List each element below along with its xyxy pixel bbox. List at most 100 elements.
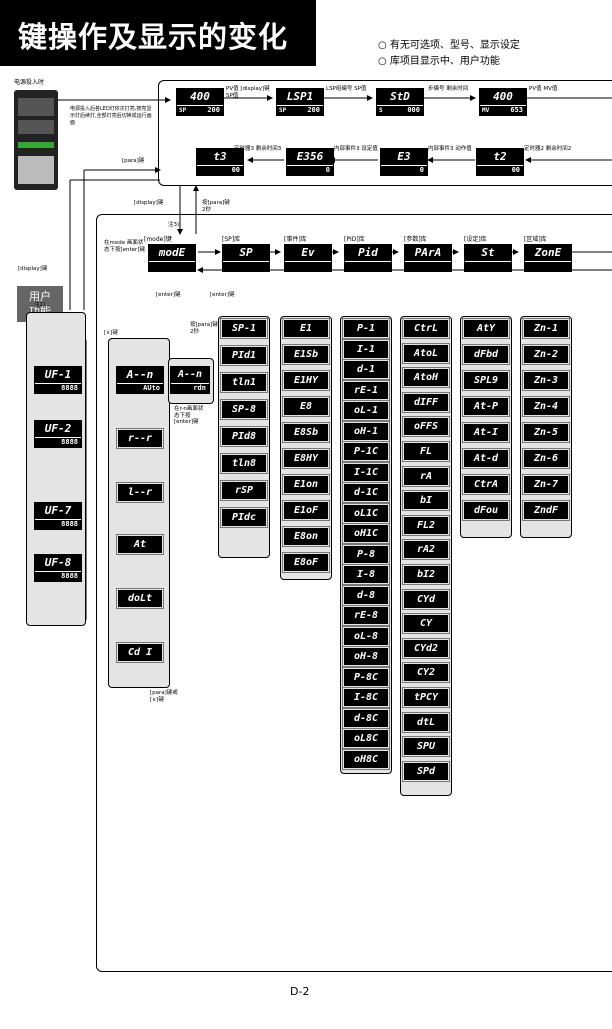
zone-item-6: Zn-7 [522, 474, 570, 495]
para-item-4: oFFS [402, 416, 450, 438]
ev-item-5: E8HY [282, 448, 330, 469]
lcd-mv-value: 653 [510, 106, 523, 114]
lcd-bank-2-label: Pid [345, 245, 391, 262]
lcd-bank-0: SP [222, 244, 270, 272]
set-item-2: SPL9 [462, 370, 510, 391]
set-item-3: At-P [462, 396, 510, 417]
mode-item-1: r--r [116, 428, 164, 449]
lcd-timer2-label: t2 [477, 149, 523, 166]
lcd-mode-item-0-value: AUto [117, 384, 163, 393]
para-item-6: rA [402, 465, 450, 487]
lcd-bank-5-label: ZonE [525, 245, 571, 262]
lcd-uf-4-value: 8888 [35, 572, 81, 581]
ev-item-7: E1oF [282, 500, 330, 521]
lcd-uf-4-label: UF-8 [35, 555, 81, 572]
key-para: [para]键 [122, 158, 145, 164]
pid-item-19: d-8C [342, 707, 390, 729]
lcd-mode-side-value: rdn [171, 384, 209, 393]
para-item-17: SPU [402, 736, 450, 758]
para-item-8: FL2 [402, 514, 450, 536]
note3-label: 注3) [168, 222, 180, 228]
lcd-timer3: t3 00 [196, 148, 244, 176]
pid-item-5: oH-1 [342, 420, 390, 442]
note-timer2: 定时器2 剩余时间2 [524, 146, 572, 152]
pid-item-4: oL-1 [342, 400, 390, 421]
lcd-event3-setting-label: E356 [287, 149, 333, 166]
lcd-event3-value: 0 [419, 166, 424, 174]
set-item-4: At-I [462, 422, 510, 443]
note-event3-setting: 内部事件3 设定值 [334, 146, 378, 152]
bank-header-5: [区域]库 [524, 236, 547, 243]
lcd-lsp-value: 200 [307, 106, 320, 114]
pid-item-21: oH8C [342, 748, 390, 770]
lcd-step-value: 000 [407, 106, 420, 114]
lcd-mode: modE [148, 244, 196, 272]
sp-item-4: PId8 [220, 426, 268, 447]
lcd-timer3-label: t3 [197, 149, 243, 166]
ev-item-3: E8 [282, 396, 330, 417]
pid-item-11: P-8 [342, 543, 390, 565]
pid-item-12: I-8 [342, 564, 390, 585]
lcd-uf-3-label: UF-7 [35, 503, 81, 520]
para-item-0: CtrL [402, 318, 450, 339]
pid-item-17: P-8C [342, 666, 390, 688]
set-item-6: CtrA [462, 474, 510, 495]
set-item-1: dFbd [462, 344, 510, 365]
legend-item-1: ○ 有无可选项、型号、显示设定 [378, 40, 520, 51]
lcd-mode-item-0-label: A--n [117, 367, 163, 384]
lcd-event3-setting: E356 0 [286, 148, 334, 176]
lcd-uf-1-label: UF-1 [35, 367, 81, 384]
controller-device-image [14, 90, 58, 190]
ev-item-4: E8Sb [282, 422, 330, 443]
para-item-18: SPd [402, 760, 450, 782]
key-enter-2: [enter]键 [210, 292, 235, 298]
pid-item-1: I-1 [342, 338, 390, 360]
para-item-9: rA2 [402, 539, 450, 561]
title-bar [0, 0, 316, 66]
bank-header-3: [参数]库 [404, 236, 427, 243]
lcd-step-label: StD [377, 89, 423, 106]
sp-item-6: rSP [220, 480, 268, 501]
lcd-bank-3: PArA [404, 244, 452, 272]
lcd-event3-label: E3 [381, 149, 427, 166]
para-item-2: AtoH [402, 367, 450, 389]
mode-header: [mode]键 [144, 236, 172, 243]
lcd-uf-3-value: 8888 [35, 520, 81, 529]
note-timer3: 定时器3 剩余时间3 [234, 146, 282, 152]
bank-header-2: [PID]库 [344, 236, 365, 243]
lcd-uf-2-label: UF-2 [35, 421, 81, 438]
zone-item-0: Zn-1 [522, 318, 570, 339]
lcd-bank-4: St [464, 244, 512, 272]
key-para-2s: 按[para]键2秒 [202, 200, 230, 213]
legend-item-2: ○ 库项目显示中、用户功能 [378, 56, 500, 67]
bank-header-4: [设定]库 [464, 236, 487, 243]
sp-item-0: SP-1 [220, 318, 268, 339]
lcd-sp-value: 200 [207, 106, 220, 114]
set-item-5: At-d [462, 448, 510, 469]
bank-header-1: [事件]库 [284, 236, 307, 243]
sp-item-1: PId1 [220, 345, 268, 366]
set-item-7: dFou [462, 500, 510, 521]
lcd-mode-side: A--n rdn [170, 366, 210, 394]
user-function-line1: 用户 [29, 290, 51, 303]
lcd-event3-setting-value: 0 [325, 166, 330, 174]
para-item-3: dIFF [402, 391, 450, 413]
set-item-0: AtY [462, 318, 510, 339]
pid-item-10: oH1C [342, 523, 390, 544]
mode-item-5: Cd I [116, 642, 164, 663]
lcd-bank-3-label: PArA [405, 245, 451, 262]
lcd-bank-1-label: Ev [285, 245, 331, 262]
para-item-12: CY [402, 613, 450, 635]
note-pv-sp: PV值 [display]键 SP值 [226, 86, 270, 99]
lcd-bank-2: Pid [344, 244, 392, 272]
page-title: 键操作及显示的变化 [18, 20, 289, 54]
note-mode-enter: 在mode 画面状态下按[enter]键 [104, 240, 145, 253]
key-up: [∧]键 [104, 330, 118, 336]
note1-label: 注1) [34, 302, 46, 308]
bank-header-0: [SP]库 [222, 236, 241, 243]
zone-item-7: ZndF [522, 500, 570, 521]
para-item-13: CYd2 [402, 637, 450, 659]
